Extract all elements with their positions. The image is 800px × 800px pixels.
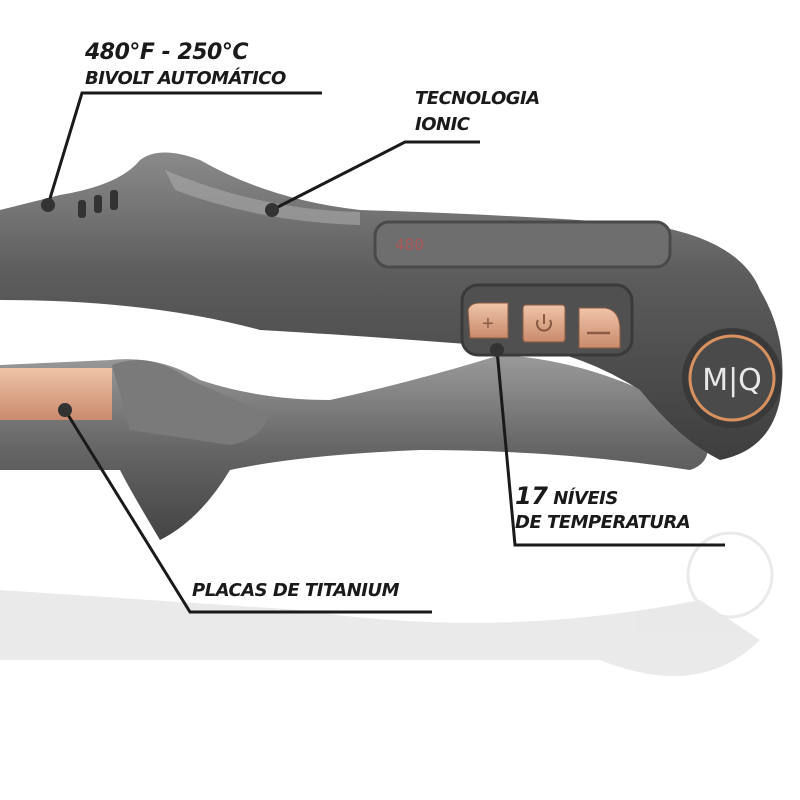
plus-icon: + [482, 313, 494, 335]
levels-text: NÍVEIS [553, 488, 618, 509]
power-icon [536, 314, 552, 332]
display-value: 480 [395, 235, 424, 254]
bivolt-label: BIVOLT AUTOMÁTICO [85, 68, 286, 89]
levels-label-line1: 17 NÍVEIS [515, 482, 618, 510]
power-button[interactable] [522, 304, 566, 343]
levels-number: 17 [515, 482, 548, 510]
callout-dots [41, 198, 504, 417]
ionic-label-line2: IONIC [415, 114, 470, 135]
reflection [0, 531, 774, 676]
minus-button[interactable] [578, 307, 621, 349]
plates-label: PLACAS DE TITANIUM [192, 580, 400, 601]
vents [78, 190, 118, 218]
callout-lines [46, 91, 725, 614]
plus-button[interactable]: + [467, 302, 509, 339]
mq-logo: M|Q [682, 328, 782, 428]
temperature-range-label: 480°F - 250°C [85, 40, 248, 65]
ionic-label-line1: TECNOLOGIA [415, 88, 540, 109]
display-panel [373, 220, 672, 269]
titanium-plate [0, 368, 112, 420]
svg-text:M|Q: M|Q [702, 363, 762, 398]
levels-label-line2: DE TEMPERATURA [515, 512, 691, 533]
